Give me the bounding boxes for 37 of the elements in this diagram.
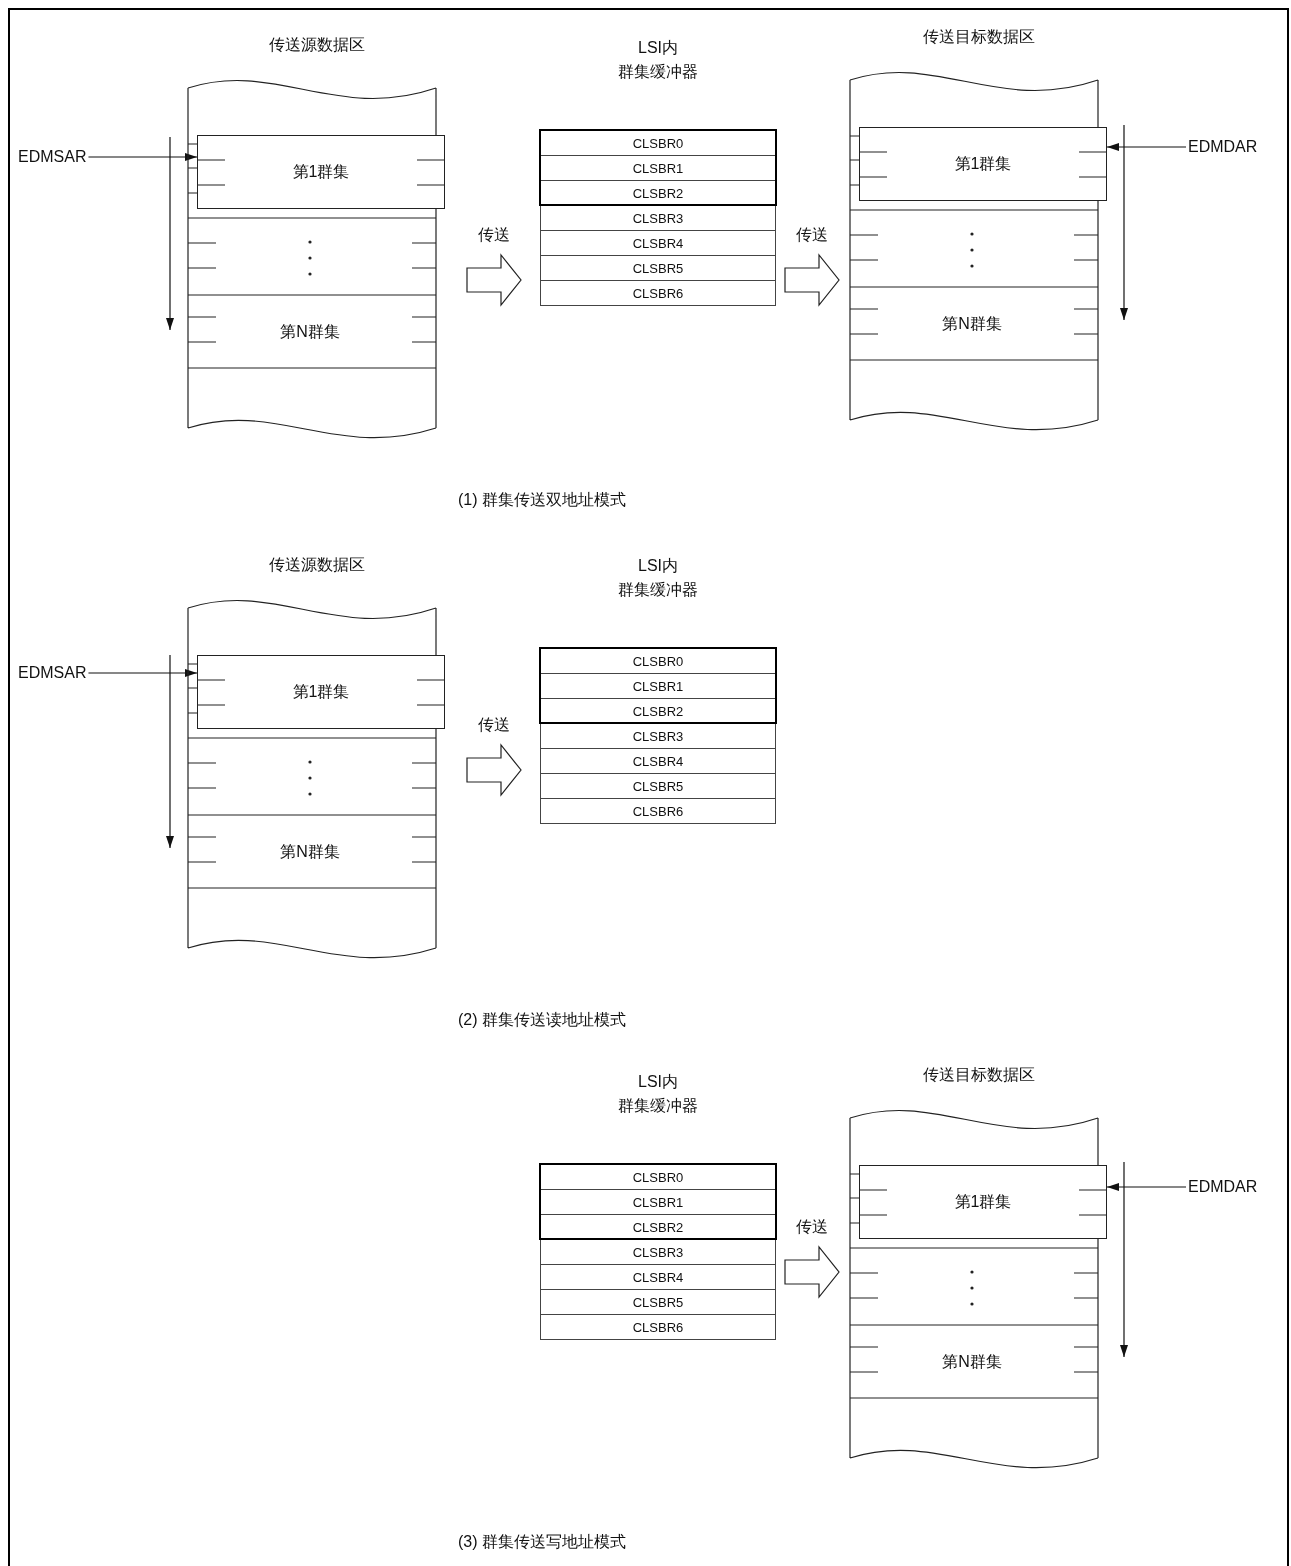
- buffer-heading: 群集缓冲器: [618, 580, 698, 600]
- panel-caption: (2) 群集传送读地址模式: [458, 1010, 626, 1030]
- arrow: [87, 669, 198, 677]
- edge-label: 传送: [794, 225, 830, 245]
- area-heading: 传送目标数据区: [923, 27, 1035, 47]
- cluster-box: 第1群集: [859, 1165, 1107, 1239]
- block-arrow: [466, 253, 522, 307]
- arrow: [1106, 1183, 1187, 1191]
- cluster-label: 第N群集: [942, 1352, 1002, 1372]
- cluster-box: 第1群集: [197, 655, 445, 729]
- area-heading: 传送源数据区: [269, 555, 365, 575]
- block-arrow: [784, 1245, 840, 1299]
- register-label: EDMSAR: [18, 147, 87, 167]
- cluster-box: 第1群集: [859, 127, 1107, 201]
- edge-label: 传送: [794, 1217, 830, 1237]
- panel-caption: (1) 群集传送双地址模式: [458, 490, 626, 510]
- buffer-heading: 群集缓冲器: [618, 1096, 698, 1116]
- register-label: EDMSAR: [18, 663, 87, 683]
- arrow: [87, 153, 198, 161]
- cluster-label: 第N群集: [280, 842, 340, 862]
- area-heading: 传送源数据区: [269, 35, 365, 55]
- register-label: EDMDAR: [1188, 1177, 1258, 1197]
- buffer-heading: 群集缓冲器: [618, 62, 698, 82]
- block-arrow: [466, 743, 522, 797]
- edge-label: 传送: [476, 225, 512, 245]
- area-heading: 传送目标数据区: [923, 1065, 1035, 1085]
- buffer-heading: LSI内: [638, 38, 678, 58]
- cluster-label: 第N群集: [942, 314, 1002, 334]
- buffer-heading: LSI内: [638, 1072, 678, 1092]
- buffer-heading: LSI内: [638, 556, 678, 576]
- register-label: EDMDAR: [1188, 137, 1258, 157]
- arrow: [1106, 143, 1187, 151]
- block-arrow: [784, 253, 840, 307]
- panel-caption: (3) 群集传送写地址模式: [458, 1532, 626, 1552]
- edge-label: 传送: [476, 715, 512, 735]
- cluster-box: 第1群集: [197, 135, 445, 209]
- cluster-label: 第N群集: [280, 322, 340, 342]
